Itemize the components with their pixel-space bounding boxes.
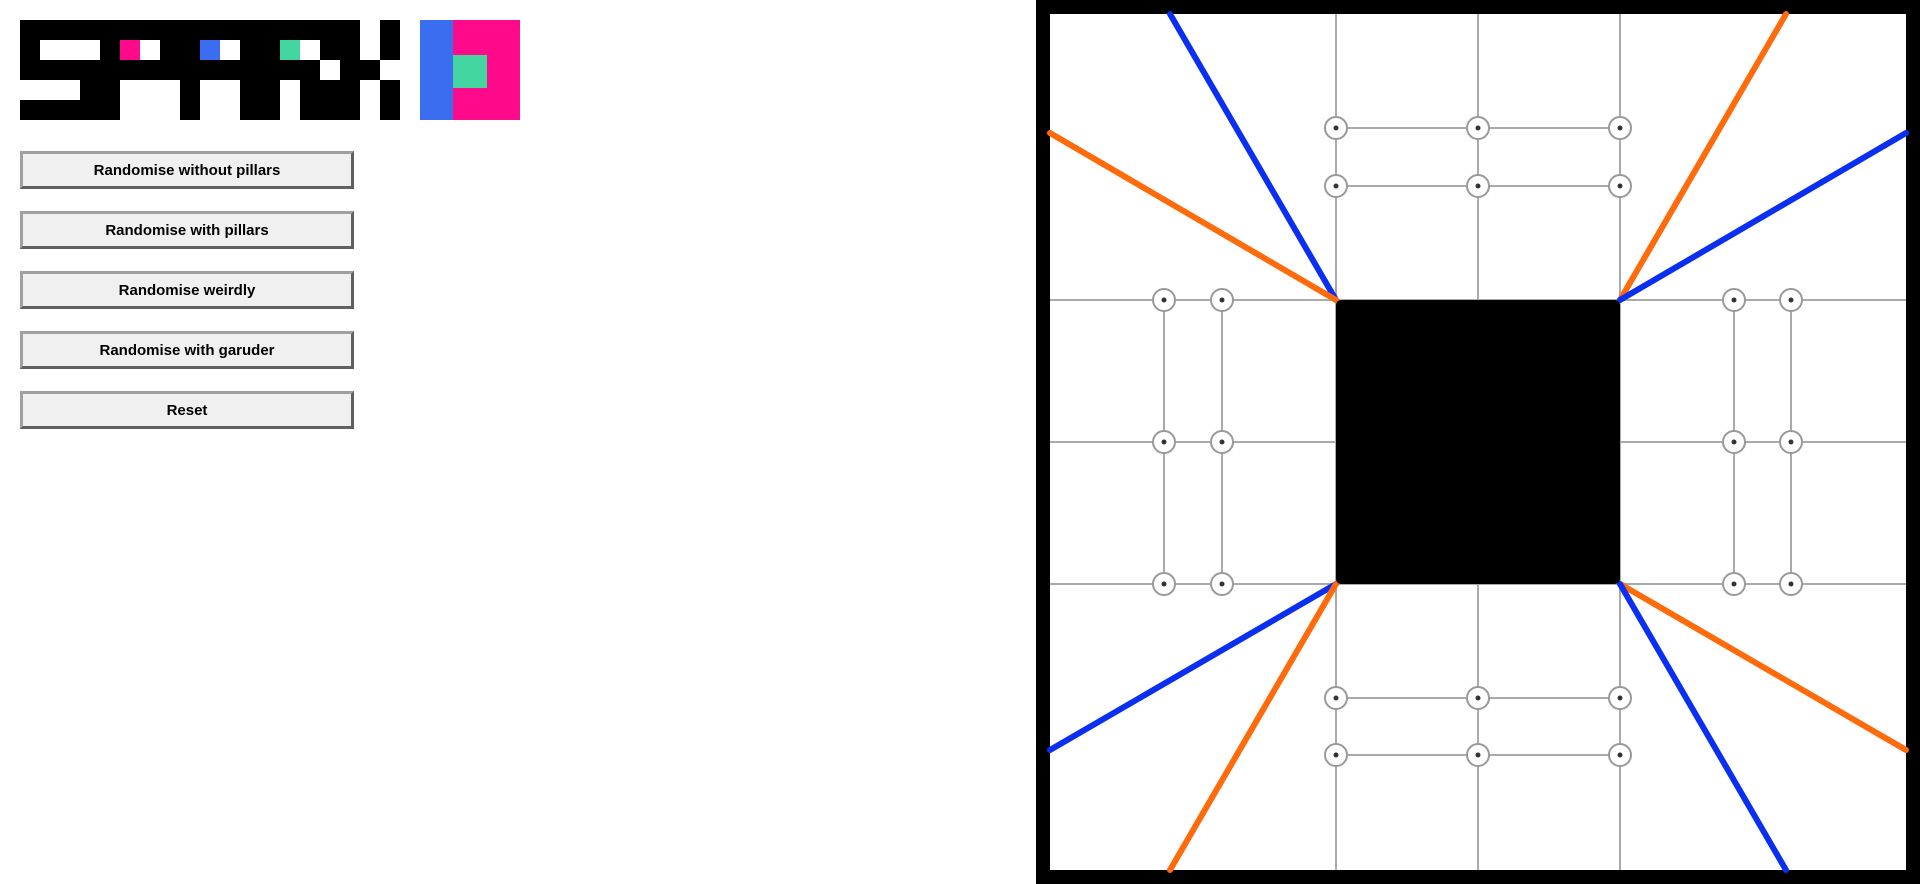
light-ray	[1617, 581, 1909, 753]
randomise-without-pillars-button[interactable]: Randomise without pillars	[20, 151, 354, 189]
light-ray	[1617, 581, 1789, 873]
logo-pixel	[340, 60, 380, 80]
light-ray	[1167, 11, 1339, 303]
pillar[interactable]	[1608, 743, 1632, 767]
pillar-center	[1617, 695, 1623, 701]
center-block	[1336, 300, 1620, 584]
pillar-center	[1219, 297, 1225, 303]
light-ray	[1167, 581, 1339, 873]
pillar-center	[1219, 581, 1225, 587]
pillar[interactable]	[1779, 430, 1803, 454]
light-ray	[1047, 581, 1339, 753]
pillar[interactable]	[1466, 743, 1490, 767]
pillar-center	[1475, 695, 1481, 701]
pillar[interactable]	[1210, 288, 1234, 312]
pillar[interactable]	[1152, 572, 1176, 596]
pillar-center	[1617, 125, 1623, 131]
logo-pixel	[320, 20, 340, 60]
light-rays	[1047, 11, 1909, 873]
randomise-weirdly-button[interactable]: Randomise weirdly	[20, 271, 354, 309]
pillar-center	[1731, 297, 1737, 303]
pillar-center	[1475, 183, 1481, 189]
pillar-center	[1333, 695, 1339, 701]
logo-pixel	[380, 80, 400, 120]
logo-pixel	[280, 40, 300, 60]
game-board[interactable]	[1036, 0, 1920, 884]
pillar-center	[1161, 581, 1167, 587]
pillar[interactable]	[1466, 686, 1490, 710]
pillar-center	[1475, 125, 1481, 131]
logo-pixel	[453, 55, 487, 88]
pillar[interactable]	[1608, 174, 1632, 198]
pillar-center	[1219, 439, 1225, 445]
pillar[interactable]	[1608, 116, 1632, 140]
pillar[interactable]	[1779, 572, 1803, 596]
pillar[interactable]	[1210, 430, 1234, 454]
pillar-center	[1333, 752, 1339, 758]
pillar[interactable]	[1324, 116, 1348, 140]
pillar[interactable]	[1152, 430, 1176, 454]
spark-logo-letters	[20, 20, 520, 120]
pillar[interactable]	[1466, 116, 1490, 140]
pillar[interactable]	[1779, 288, 1803, 312]
pillar-center	[1161, 297, 1167, 303]
pillar-center	[1731, 439, 1737, 445]
pillar[interactable]	[1210, 572, 1234, 596]
pillar[interactable]	[1722, 572, 1746, 596]
pillar[interactable]	[1324, 174, 1348, 198]
logo-pixel	[260, 60, 320, 80]
pillar-center	[1617, 183, 1623, 189]
pillar-center	[1788, 581, 1794, 587]
pillar[interactable]	[1324, 686, 1348, 710]
pillar-center	[1788, 439, 1794, 445]
pillar-center	[1475, 752, 1481, 758]
logo-pixel	[120, 40, 140, 60]
pillar[interactable]	[1324, 743, 1348, 767]
logo-pixel	[380, 20, 400, 60]
light-ray	[1047, 130, 1339, 303]
pillar-center	[1333, 125, 1339, 131]
pillar-center	[1788, 297, 1794, 303]
logo-pixel	[20, 100, 100, 120]
pillar[interactable]	[1466, 174, 1490, 198]
randomise-with-pillars-button[interactable]: Randomise with pillars	[20, 211, 354, 249]
pillar[interactable]	[1608, 686, 1632, 710]
logo-pixel	[180, 60, 260, 80]
pillar[interactable]	[1152, 288, 1176, 312]
pillar-center	[1617, 752, 1623, 758]
pillar-center	[1731, 581, 1737, 587]
reset-button[interactable]: Reset	[20, 391, 354, 429]
pillar-center	[1161, 439, 1167, 445]
pillar[interactable]	[1722, 288, 1746, 312]
light-ray	[1617, 130, 1909, 303]
logo-pixel	[200, 40, 220, 60]
randomise-with-garuder-button[interactable]: Randomise with garuder	[20, 331, 354, 369]
pillars	[1152, 116, 1803, 767]
pillar-center	[1333, 183, 1339, 189]
pillar[interactable]	[1722, 430, 1746, 454]
spark-logo	[20, 20, 520, 120]
logo-pixel	[300, 80, 340, 120]
light-ray	[1617, 11, 1789, 303]
control-panel: Randomise without pillars Randomise with…	[20, 151, 354, 451]
logo-pixel	[100, 60, 180, 80]
